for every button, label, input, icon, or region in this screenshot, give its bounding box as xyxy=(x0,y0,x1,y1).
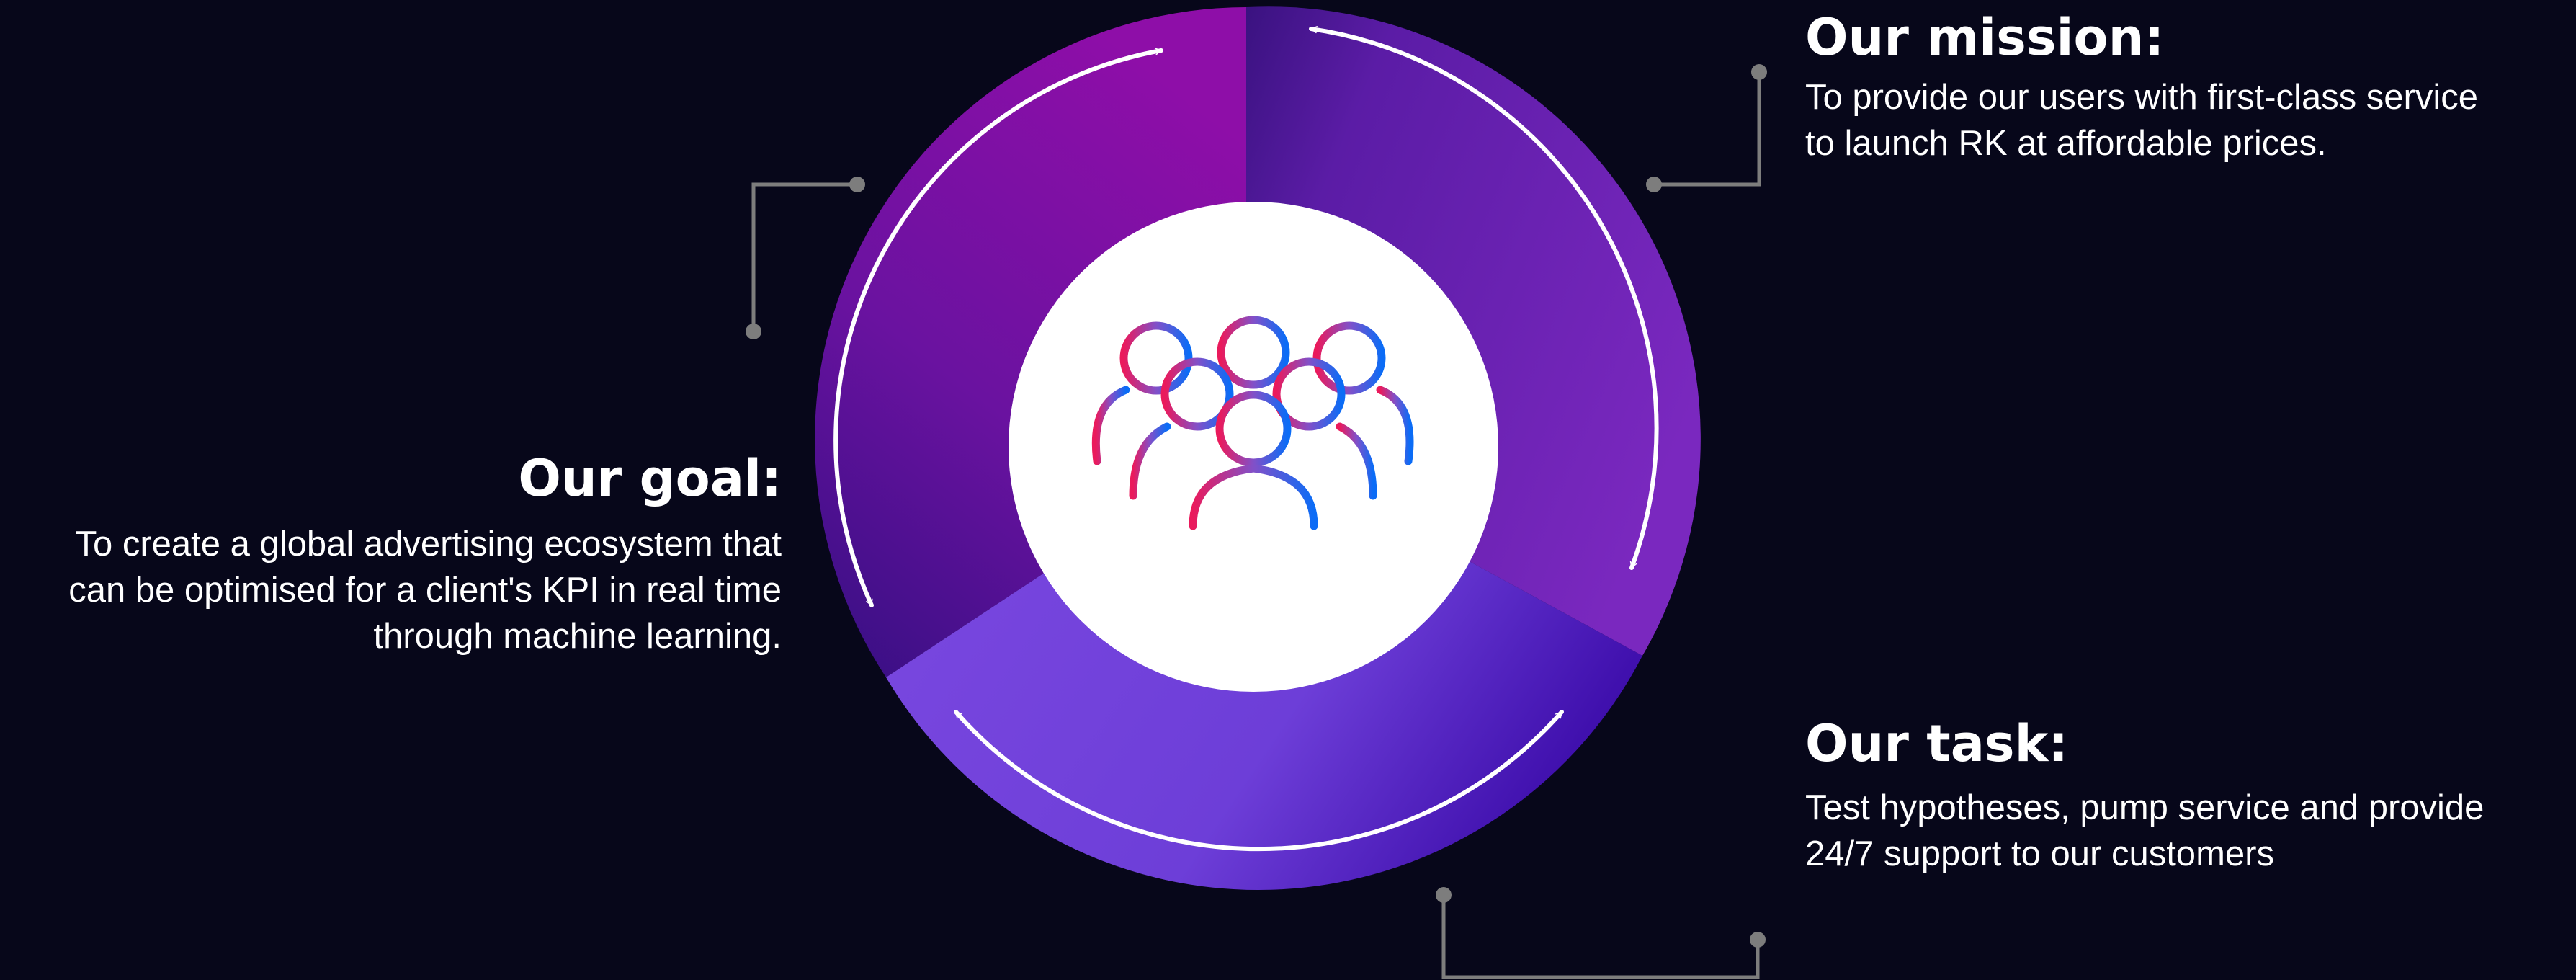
goal-text-line: To create a global advertising ecosystem… xyxy=(75,525,782,564)
goal-text-line: can be optimised for a client's KPI in r… xyxy=(68,571,782,610)
goal-text: To create a global advertising ecosystem… xyxy=(7,521,782,659)
people-group-icon xyxy=(1091,316,1414,530)
connector-mission xyxy=(1646,64,1767,192)
cycle-arrow-right xyxy=(1309,26,1659,570)
mission-text-line: to launch RK at affordable prices. xyxy=(1805,124,2327,163)
mission-heading: Our mission: xyxy=(1805,8,2165,67)
goal-heading: Our goal: xyxy=(518,449,782,508)
task-block: Our task: Test hypotheses, pump service … xyxy=(1805,716,2569,877)
cycle-arrow-bottom xyxy=(954,710,1564,852)
mission-text-line: To provide our users with first-class se… xyxy=(1805,78,2479,117)
cycle-arrow-left xyxy=(833,48,1163,607)
task-text-line: Test hypotheses, pump service and provid… xyxy=(1805,788,2485,827)
connector-task xyxy=(1436,887,1766,979)
cycle-arrows xyxy=(833,26,1659,852)
mission-block: Our mission: To provide our users with f… xyxy=(1805,10,2569,166)
goal-text-line: through machine learning. xyxy=(373,617,782,656)
center-circle xyxy=(1009,202,1498,692)
mission-text: To provide our users with first-class se… xyxy=(1805,74,2569,166)
task-heading: Our task: xyxy=(1805,714,2069,773)
goal-block: Our goal: To create a global advertising… xyxy=(7,451,782,659)
connector-goal xyxy=(746,177,865,339)
task-text-line: 24/7 support to our customers xyxy=(1805,834,2274,873)
task-text: Test hypotheses, pump service and provid… xyxy=(1805,785,2569,877)
